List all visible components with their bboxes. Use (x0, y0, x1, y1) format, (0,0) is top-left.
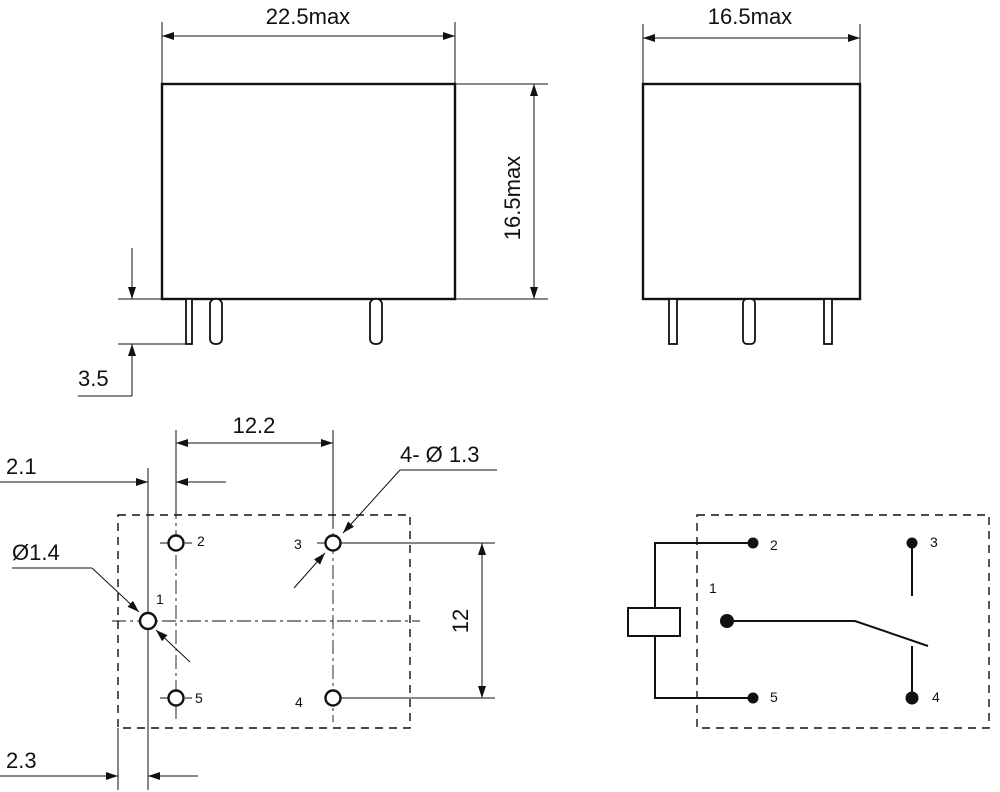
width-dimension-label: 22.5max (266, 4, 350, 29)
side-pin (668, 298, 678, 345)
pin-length-label: 3.5 (78, 366, 109, 391)
side-width-dimension-label: 16.5max (708, 4, 792, 29)
schematic-terminal-1 (720, 614, 734, 628)
footprint-pin-label-4: 4 (295, 694, 303, 710)
offset-top-dimension-label: 2.1 (6, 454, 37, 479)
footprint-outline (117, 514, 411, 729)
relay-body-front (160, 82, 457, 301)
schematic-outline (696, 514, 990, 729)
offset-bottom-dimension-label: 2.3 (6, 748, 37, 773)
schematic-pin-label-2: 2 (770, 537, 778, 553)
footprint-pin-label-2: 2 (197, 533, 205, 549)
footprint-hole-5 (167, 689, 185, 707)
footprint-pin-label-3: 3 (294, 536, 302, 552)
side-pin (742, 298, 756, 345)
schematic-pin-label-5: 5 (770, 689, 778, 705)
schematic-pin-label-3: 3 (930, 534, 938, 550)
footprint-hole-1 (138, 611, 158, 631)
pitch-y-dimension-label: 12 (448, 609, 473, 633)
schematic-terminal-5 (747, 692, 759, 704)
footprint-hole-3 (324, 534, 342, 552)
height-dimension-label: 16.5max (500, 156, 525, 240)
side-pin (823, 298, 833, 345)
schematic-pin-label-1: 1 (709, 580, 717, 596)
footprint-pin-label-1: 1 (156, 591, 164, 607)
pcb-footprint: 12.2 2.1 2.3 12 4- Ø 1.3 Ø1.4 2 (0, 413, 497, 790)
front-pin (369, 298, 383, 345)
coil-symbol (627, 607, 681, 637)
footprint-hole-2 (167, 534, 185, 552)
pin1-callout-label: Ø1.4 (12, 540, 60, 565)
schematic-terminal-4 (905, 691, 919, 705)
side-view: 16.5max (641, 4, 862, 345)
footprint-pin-label-5: 5 (195, 690, 203, 706)
schematic-terminal-2 (747, 537, 759, 549)
relay-body-side (641, 82, 862, 301)
schematic-pin-label-4: 4 (932, 689, 940, 705)
hole-callout-label: 4- Ø 1.3 (400, 442, 479, 467)
schematic-terminal-3 (906, 537, 918, 549)
footprint-hole-4 (324, 689, 342, 707)
relay-schematic: 2 1 3 5 4 (627, 514, 990, 729)
front-pin (185, 298, 193, 345)
front-pin (209, 298, 223, 345)
pitch-x-dimension-label: 12.2 (233, 413, 276, 438)
front-view: 22.5max 16.5max 3.5 (78, 4, 548, 397)
